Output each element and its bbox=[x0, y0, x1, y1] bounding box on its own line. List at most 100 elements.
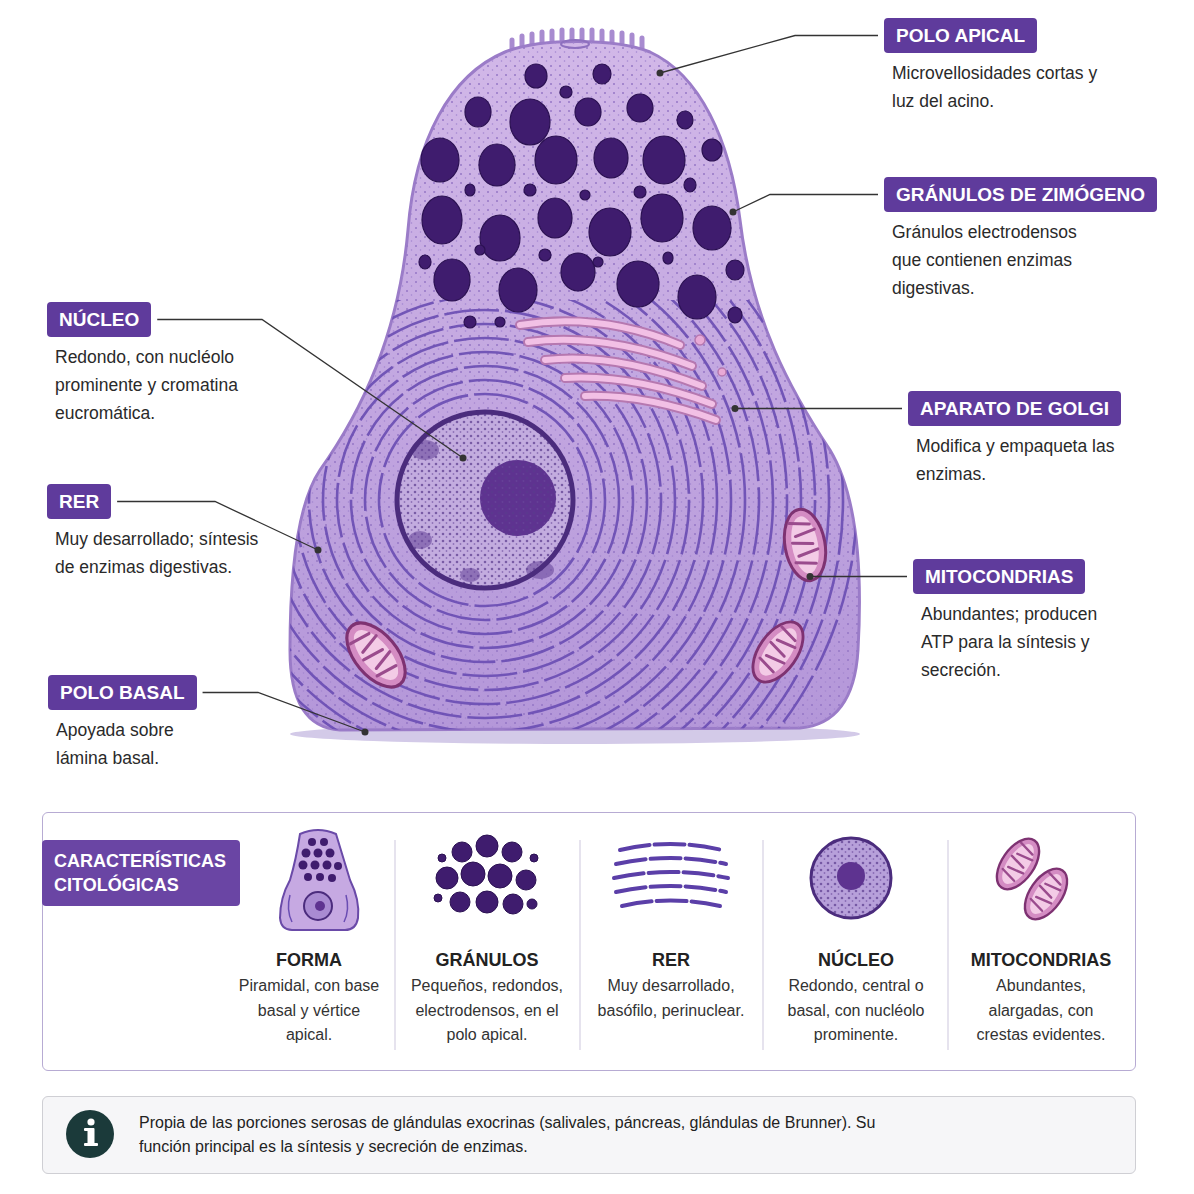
callout-heading: POLO BASAL bbox=[48, 675, 197, 710]
callout-heading: RER bbox=[47, 484, 111, 519]
leader-dots bbox=[807, 573, 814, 580]
leader-dots bbox=[460, 455, 467, 462]
zymogen-granules bbox=[422, 196, 462, 244]
zymogen-granules bbox=[726, 260, 744, 280]
info-text: Propia de las porciones serosas de glánd… bbox=[139, 1111, 919, 1159]
column-separators bbox=[579, 840, 580, 1050]
zymogen-granules bbox=[525, 64, 547, 88]
leader-lines bbox=[735, 408, 902, 409]
golgi-apparatus bbox=[520, 321, 726, 420]
heading-row: RER bbox=[47, 484, 277, 519]
nucleus-icon bbox=[811, 838, 891, 918]
info-icon bbox=[66, 1110, 114, 1158]
leader-lines bbox=[203, 693, 365, 733]
info-icon bbox=[66, 1110, 114, 1158]
zymogen-granules bbox=[684, 178, 696, 192]
mitochondria bbox=[743, 613, 813, 691]
info-icon bbox=[84, 1143, 98, 1146]
zymogen-granules bbox=[524, 184, 536, 196]
callout-heading: NÚCLEO bbox=[47, 302, 151, 337]
callout-text: Microvellosidades cortas y luz del acino… bbox=[892, 59, 1104, 115]
zymogen-granules bbox=[728, 307, 742, 323]
info-box: Propia de las porciones serosas de glánd… bbox=[42, 1096, 1136, 1174]
rer-icon bbox=[614, 872, 728, 878]
column-text: Pequeños, redondos, electrodensos, en el… bbox=[401, 974, 573, 1048]
info-icon bbox=[87, 1118, 94, 1125]
zymogen-granules bbox=[617, 261, 659, 307]
granules-icon bbox=[488, 864, 512, 888]
granules-icon bbox=[476, 835, 498, 857]
callout-heading: GRÁNULOS DE ZIMÓGENO bbox=[884, 177, 1157, 212]
shape-icon bbox=[299, 861, 308, 870]
column-separators bbox=[947, 840, 948, 1050]
rer-cisterns bbox=[141, 300, 829, 740]
granules-icon bbox=[438, 854, 446, 862]
column-text: Muy desarrollado, basófilo, perinuclear. bbox=[596, 974, 746, 1023]
heading-row: NÚCLEO bbox=[47, 302, 260, 337]
zymogen-granules bbox=[561, 253, 595, 291]
granules-icon bbox=[434, 894, 442, 902]
golgi-apparatus bbox=[585, 396, 716, 420]
heading-row: MITOCONDRIAS bbox=[913, 559, 1131, 594]
mitochondria bbox=[336, 506, 831, 697]
callout-heading: POLO APICAL bbox=[884, 18, 1037, 53]
zymogen-granules bbox=[535, 136, 577, 184]
callout-nucleus: NÚCLEORedondo, con nucléolo prominente y… bbox=[47, 302, 260, 427]
zymogen-granules bbox=[479, 144, 515, 186]
nucleus bbox=[480, 460, 556, 536]
shape-icon bbox=[314, 849, 323, 858]
nucleus-icon bbox=[837, 862, 865, 890]
callout-granules: GRÁNULOS DE ZIMÓGENOGránulos electrodens… bbox=[884, 177, 1157, 302]
callout-text: Abundantes; producen ATP para la síntesi… bbox=[921, 600, 1131, 684]
golgi-apparatus bbox=[520, 321, 716, 420]
zymogen-granules bbox=[475, 245, 485, 255]
rer-cisterns bbox=[239, 300, 731, 740]
zymogen-granules bbox=[580, 190, 590, 200]
column-text: Abundantes, alargadas, con crestas evide… bbox=[966, 974, 1116, 1048]
acinar-lumen bbox=[561, 40, 589, 48]
golgi-apparatus bbox=[520, 321, 716, 420]
shape-icon bbox=[304, 873, 312, 881]
leader-lines bbox=[810, 576, 907, 577]
granules-icon bbox=[452, 842, 472, 862]
features-panel: CARACTERÍSTICAS CITOLÓGICAS bbox=[42, 812, 1136, 1071]
shape-icon bbox=[326, 849, 335, 858]
rer-cisterns bbox=[113, 128, 857, 872]
zymogen-granules bbox=[465, 184, 475, 196]
leader-dots bbox=[657, 70, 664, 77]
zymogen-granules bbox=[593, 64, 611, 84]
zymogen-granules bbox=[643, 136, 685, 184]
leader-dots bbox=[315, 547, 322, 554]
golgi-apparatus bbox=[695, 335, 705, 345]
zymogen-granules bbox=[693, 206, 731, 250]
rer-cisterns bbox=[379, 394, 591, 606]
shape-icon bbox=[311, 861, 320, 870]
nucleus bbox=[397, 412, 573, 588]
callout-golgi: APARATO DE GOLGIModifica y empaqueta las… bbox=[908, 391, 1121, 488]
nucleus-icon bbox=[811, 838, 891, 918]
rer-icon bbox=[616, 858, 726, 864]
zymogen-granules bbox=[589, 208, 631, 256]
shape-icon bbox=[320, 838, 328, 846]
zymogen-granules bbox=[421, 138, 459, 182]
granules-icon bbox=[436, 867, 458, 889]
zymogen-granules bbox=[510, 99, 550, 145]
zymogen-granules bbox=[560, 86, 572, 98]
granules-icon bbox=[461, 862, 485, 886]
zymogen-granules bbox=[594, 138, 628, 178]
golgi-apparatus bbox=[718, 368, 726, 376]
shape-icon bbox=[316, 873, 324, 881]
nucleus bbox=[397, 412, 573, 588]
heading-row: POLO BASAL bbox=[48, 675, 197, 710]
shape-icon bbox=[302, 849, 311, 858]
column-title: MITOCONDRIAS bbox=[956, 949, 1126, 971]
zymogen-granules bbox=[575, 98, 601, 126]
shape-icon bbox=[304, 892, 332, 920]
column-title: RER bbox=[586, 949, 756, 971]
zymogen-granules bbox=[678, 275, 716, 319]
leader-dots bbox=[315, 70, 814, 736]
nucleus bbox=[397, 412, 573, 588]
callout-basal: POLO BASALApoyada sobre lámina basal. bbox=[48, 675, 197, 772]
column-text: Piramidal, con base basal y vértice apic… bbox=[234, 974, 384, 1048]
